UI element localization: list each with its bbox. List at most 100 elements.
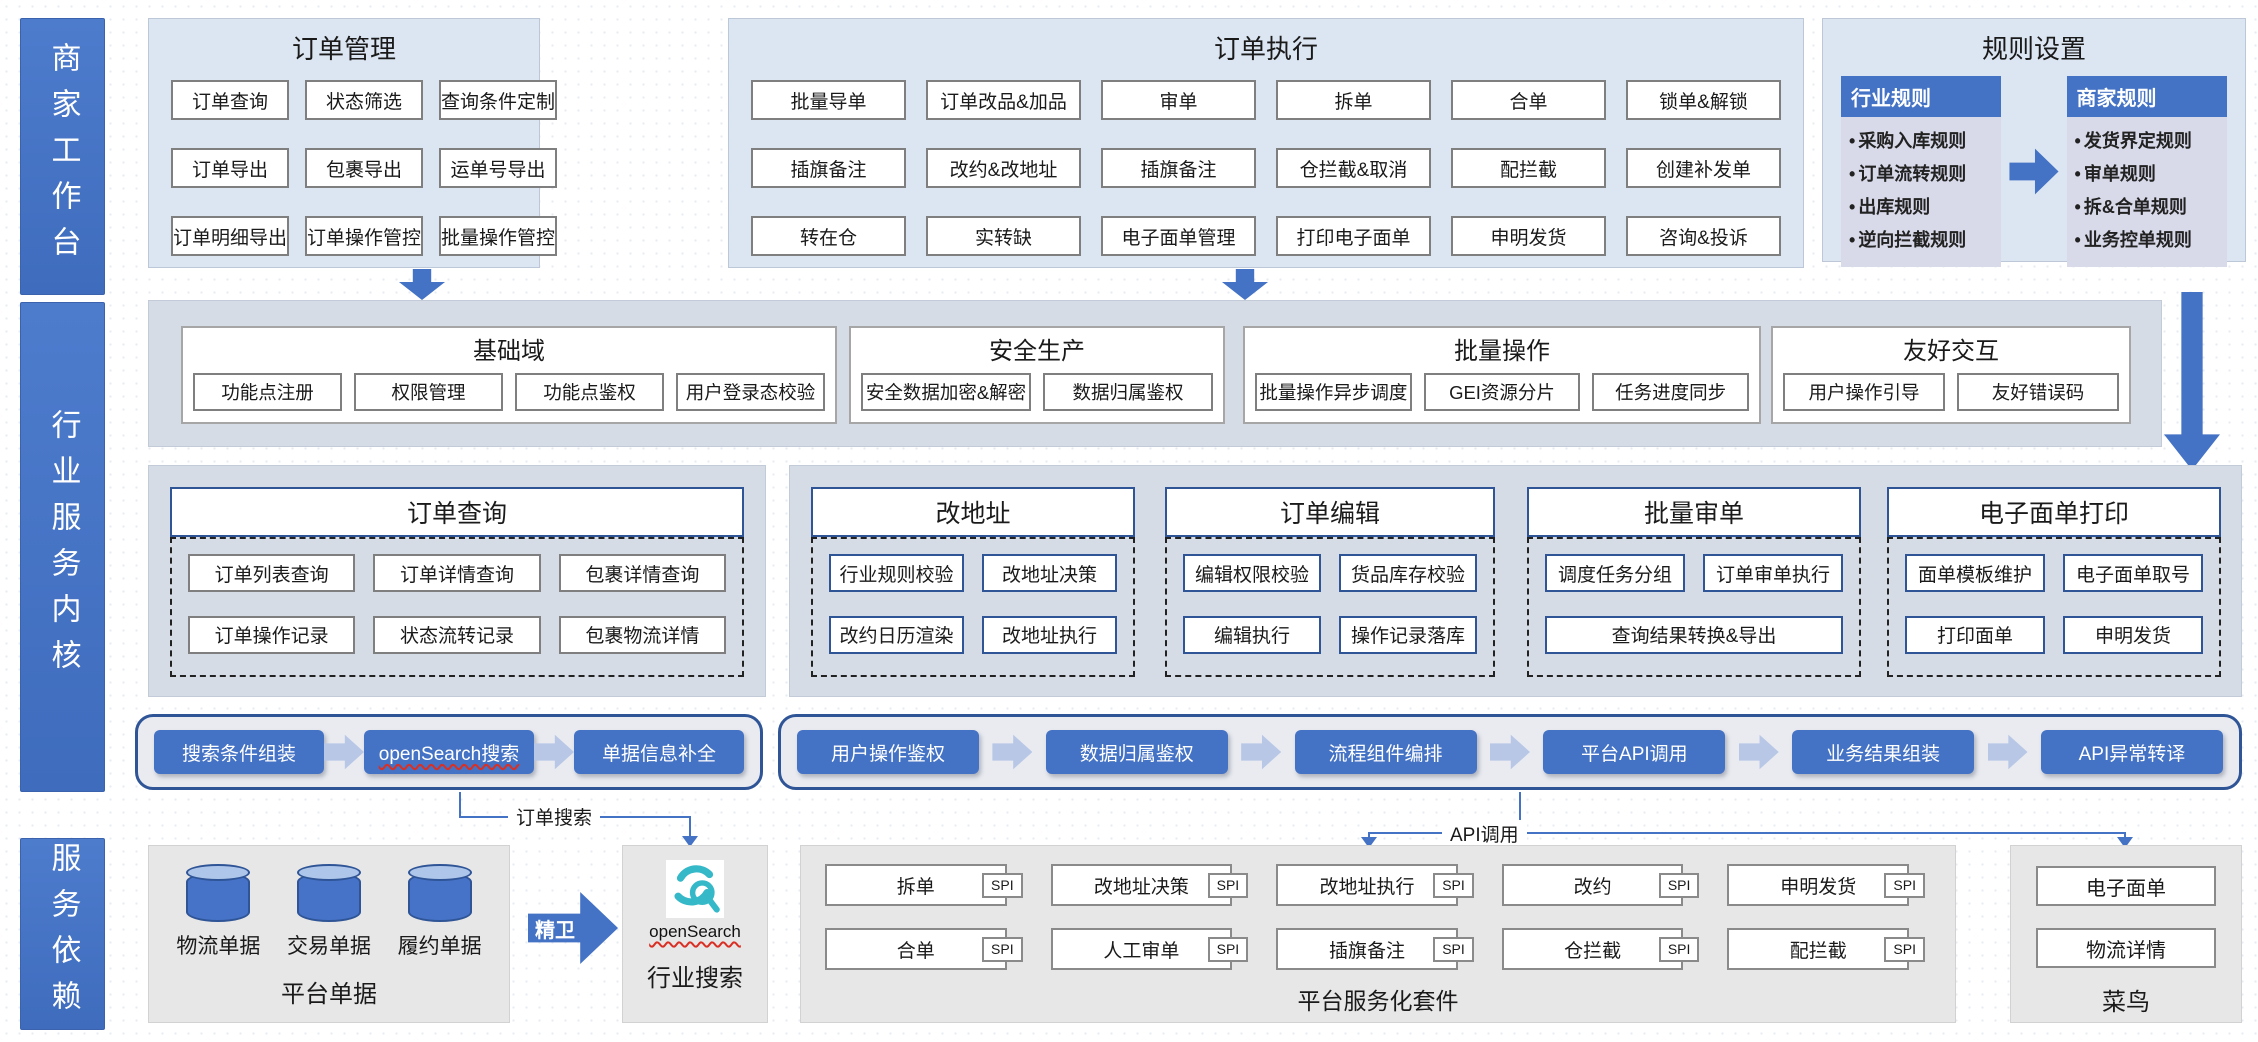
flow-arrow-icon xyxy=(992,734,1033,770)
feature-button[interactable]: 订单改品&加品 xyxy=(926,80,1081,120)
feature-button[interactable]: 审单 xyxy=(1101,80,1256,120)
pipeline-step[interactable]: 数据归属鉴权 xyxy=(1045,730,1228,774)
pipeline-step[interactable]: 搜索条件组装 xyxy=(154,730,324,774)
database-label: 交易单据 xyxy=(286,935,371,958)
section-title: 安全生产 xyxy=(989,338,1085,365)
pipeline-step[interactable]: 单据信息补全 xyxy=(574,730,744,774)
feature-button[interactable]: 友好错误码 xyxy=(1957,373,2119,411)
database-icon xyxy=(186,864,251,922)
jingwei-arrow-icon: 精卫 xyxy=(528,892,618,964)
feature-button[interactable]: 查询结果转换&导出 xyxy=(1545,615,1843,654)
order-execution-grid: 批量导单 订单改品&加品 审单 拆单 合单 锁单&解锁 插旗备注 改约&改地址 … xyxy=(729,66,1803,256)
feature-button[interactable]: 拆单 xyxy=(1276,80,1431,120)
feature-button[interactable]: 改地址执行 xyxy=(982,615,1117,654)
feature-button[interactable]: 任务进度同步 xyxy=(1592,373,1750,411)
feature-button[interactable]: 电子面单管理 xyxy=(1101,216,1256,256)
feature-button[interactable]: 编辑权限校验 xyxy=(1183,554,1321,592)
pipeline-step[interactable]: 流程组件编排 xyxy=(1294,730,1477,774)
feature-button[interactable]: 订单审单执行 xyxy=(1703,554,1843,592)
feature-button[interactable]: 批量操作管控 xyxy=(439,216,558,256)
feature-button[interactable]: 安全数据加密&解密 xyxy=(861,373,1031,411)
feature-button[interactable]: 改地址决策 xyxy=(982,554,1117,592)
feature-button[interactable]: 面单模板维护 xyxy=(1905,554,2045,592)
feature-button[interactable]: 操作记录落库 xyxy=(1339,615,1477,654)
feature-button[interactable]: 打印面单 xyxy=(1905,615,2045,654)
feature-button[interactable]: 锁单&解锁 xyxy=(1626,80,1781,120)
feature-button[interactable]: 包裹详情查询 xyxy=(558,554,726,592)
pipeline-step[interactable]: openSearch搜索 xyxy=(364,730,534,774)
feature-button[interactable]: 创建补发单 xyxy=(1626,148,1781,188)
pipeline-execution: 用户操作鉴权 数据归属鉴权 流程组件编排 平台API调用 业务结果组装 API异… xyxy=(778,714,2242,790)
section-title: 友好交互 xyxy=(1903,338,1999,365)
cainiao-service[interactable]: 电子面单 xyxy=(2036,866,2216,906)
pipeline-step[interactable]: API异常转译 xyxy=(2040,730,2223,774)
feature-button[interactable]: 插旗备注 xyxy=(751,148,906,188)
core-panel-title-order-edit: 订单编辑 xyxy=(1165,487,1495,537)
feature-button[interactable]: 编辑执行 xyxy=(1183,615,1321,654)
feature-button[interactable]: 订单列表查询 xyxy=(188,554,356,592)
feature-button[interactable]: 仓拦截&取消 xyxy=(1276,148,1431,188)
feature-button[interactable]: 用户操作引导 xyxy=(1783,373,1945,411)
feature-button[interactable]: 行业规则校验 xyxy=(829,554,964,592)
feature-button[interactable]: 配拦截 xyxy=(1451,148,1606,188)
core-panel-batch-review: 调度任务分组 订单审单执行 查询结果转换&导出 xyxy=(1527,537,1861,677)
opensearch-logo-icon xyxy=(666,860,724,918)
feature-button[interactable]: 订单操作记录 xyxy=(188,615,356,654)
feature-button[interactable]: 订单明细导出 xyxy=(171,216,290,256)
feature-button[interactable]: 数据归属鉴权 xyxy=(1043,373,1213,411)
panel-rule-settings: 规则设置 行业规则 采购入库规则 订单流转规则 出库规则 逆向拦截规则 商家规则… xyxy=(1822,18,2246,267)
feature-button[interactable]: 插旗备注 xyxy=(1101,148,1256,188)
feature-button[interactable]: GEI资源分片 xyxy=(1423,373,1581,411)
feature-button[interactable]: 货品库存校验 xyxy=(1339,554,1477,592)
feature-button[interactable]: 调度任务分组 xyxy=(1545,554,1685,592)
feature-button[interactable]: 包裹物流详情 xyxy=(558,615,726,654)
pipeline-step[interactable]: 业务结果组装 xyxy=(1792,730,1975,774)
flow-arrow-icon xyxy=(1241,734,1282,770)
panel-title: 订单管理 xyxy=(291,34,396,64)
arrowhead-down-icon xyxy=(682,836,698,847)
industry-rules-header: 行业规则 xyxy=(1841,76,2002,117)
feature-button[interactable]: 订单查询 xyxy=(171,80,290,120)
feature-button[interactable]: 电子面单取号 xyxy=(2063,554,2203,592)
feature-button[interactable]: 实转缺 xyxy=(926,216,1081,256)
feature-button[interactable]: 运单号导出 xyxy=(439,148,558,188)
feature-button[interactable]: 包裹导出 xyxy=(305,148,424,188)
feature-button[interactable]: 状态流转记录 xyxy=(373,615,541,654)
feature-button[interactable]: 批量导单 xyxy=(751,80,906,120)
feature-button[interactable]: 订单详情查询 xyxy=(373,554,541,592)
feature-button[interactable]: 合单 xyxy=(1451,80,1606,120)
feature-button[interactable]: 改约&改地址 xyxy=(926,148,1081,188)
feature-button[interactable]: 申明发货 xyxy=(1451,216,1606,256)
feature-button[interactable]: 用户登录态校验 xyxy=(676,373,825,411)
core-panel-title-batch-review: 批量审单 xyxy=(1527,487,1861,537)
feature-button[interactable]: 订单操作管控 xyxy=(305,216,424,256)
pipeline-step[interactable]: 用户操作鉴权 xyxy=(797,730,979,774)
cainiao-service[interactable]: 物流详情 xyxy=(2036,928,2216,968)
feature-button[interactable]: 改约日历渲染 xyxy=(829,615,964,654)
feature-button[interactable]: 查询条件定制 xyxy=(439,80,558,120)
feature-button[interactable]: 转在仓 xyxy=(751,216,906,256)
feature-button[interactable]: 功能点注册 xyxy=(193,373,342,411)
feature-button[interactable]: 状态筛选 xyxy=(305,80,424,120)
spi-tag: SPI xyxy=(1658,873,1700,898)
feature-button[interactable]: 功能点鉴权 xyxy=(515,373,664,411)
database-icon xyxy=(296,864,361,922)
feature-button[interactable]: 权限管理 xyxy=(354,373,503,411)
feature-button[interactable]: 批量操作异步调度 xyxy=(1255,373,1412,411)
feature-button[interactable]: 申明发货 xyxy=(2063,615,2203,654)
feature-button[interactable]: 打印电子面单 xyxy=(1276,216,1431,256)
feature-button[interactable]: 订单导出 xyxy=(171,148,290,188)
pipeline-step[interactable]: 平台API调用 xyxy=(1543,730,1726,774)
feature-button[interactable]: 咨询&投诉 xyxy=(1626,216,1781,256)
